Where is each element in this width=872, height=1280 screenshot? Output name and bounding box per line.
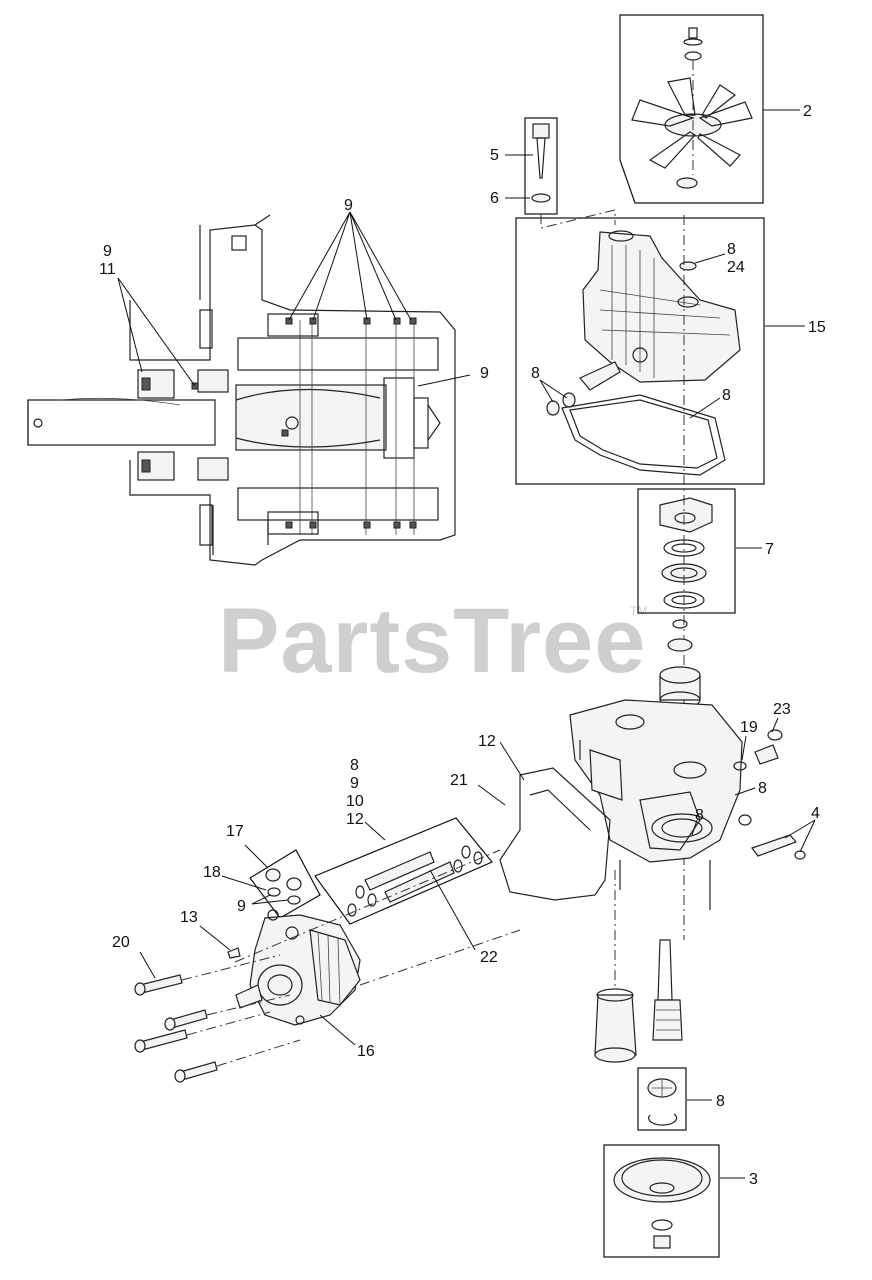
callout-2: 2 xyxy=(803,103,812,120)
callout-8-gasket: 8 xyxy=(722,387,731,404)
input-bearing-retainer xyxy=(647,1078,678,1126)
callout-18: 18 xyxy=(203,864,221,881)
cooling-fan xyxy=(631,27,753,189)
center-section xyxy=(569,699,743,910)
callout-5: 5 xyxy=(490,147,499,164)
housing-kit-box xyxy=(515,217,765,485)
transaxle-section-view xyxy=(27,214,456,566)
callout-8-mid: 8 xyxy=(695,807,704,824)
callout-9-top: 9 xyxy=(344,197,353,214)
motor-housing xyxy=(499,767,611,901)
plug-kit-box xyxy=(249,849,321,919)
dipstick-cap xyxy=(531,123,551,203)
callout-13: 13 xyxy=(180,909,198,926)
callout-9-right: 9 xyxy=(480,365,489,382)
callout-12-top: 12 xyxy=(478,733,496,750)
control-arm-shaft xyxy=(546,361,621,416)
check-valve-19-23 xyxy=(733,729,783,771)
swashplate-bearing xyxy=(659,497,713,609)
callout-3: 3 xyxy=(749,1171,758,1188)
callout-7: 7 xyxy=(765,541,774,558)
watermark-text: PartsTree xyxy=(218,590,646,692)
filter xyxy=(594,870,637,1063)
callout-21: 21 xyxy=(450,772,468,789)
filter-seal xyxy=(639,791,701,851)
callout-24: 24 xyxy=(727,259,745,276)
callout-15: 15 xyxy=(808,319,826,336)
callout-8-seal: 8 xyxy=(531,365,540,382)
callout-22: 22 xyxy=(480,949,498,966)
pulley xyxy=(613,1157,711,1249)
housing-gasket xyxy=(561,394,726,476)
callout-8-bearing: 8 xyxy=(716,1093,725,1110)
pulley-kit-box xyxy=(603,1144,720,1258)
callout-10-stack: 10 xyxy=(346,793,364,810)
callout-20: 20 xyxy=(112,934,130,951)
tube-kit xyxy=(347,845,483,917)
callout-23: 23 xyxy=(773,701,791,718)
watermark-trademark: TM xyxy=(630,604,647,618)
transaxle-housing xyxy=(582,230,741,383)
callout-17: 17 xyxy=(226,823,244,840)
callout-12-stack: 12 xyxy=(346,811,364,828)
cylinder-block xyxy=(659,619,701,709)
section-leaders xyxy=(117,211,471,387)
callout-6: 6 xyxy=(490,190,499,207)
callout-16: 16 xyxy=(357,1043,375,1060)
callout-8-side: 8 xyxy=(758,780,767,797)
callout-9-stack: 9 xyxy=(350,775,359,792)
callout-8-stack: 8 xyxy=(350,757,359,774)
bearing-kit-box xyxy=(637,488,736,614)
dowel-pin xyxy=(227,947,241,959)
plug-kit xyxy=(265,868,302,905)
callout-8-breather: 8 xyxy=(727,241,736,258)
input-bearing-box xyxy=(637,1067,687,1131)
tube-kit-box xyxy=(314,817,493,925)
input-shaft xyxy=(652,939,683,1041)
callout-9-left: 9 xyxy=(103,243,112,260)
hydraulic-motor xyxy=(235,909,361,1026)
mounting-bolts xyxy=(134,954,301,1083)
callout-4: 4 xyxy=(811,805,820,822)
callout-9-pump: 9 xyxy=(237,898,246,915)
callout-19: 19 xyxy=(740,719,758,736)
fan-kit-box xyxy=(619,14,764,204)
bypass-arm xyxy=(738,814,806,860)
callout-11-left: 11 xyxy=(99,261,116,278)
